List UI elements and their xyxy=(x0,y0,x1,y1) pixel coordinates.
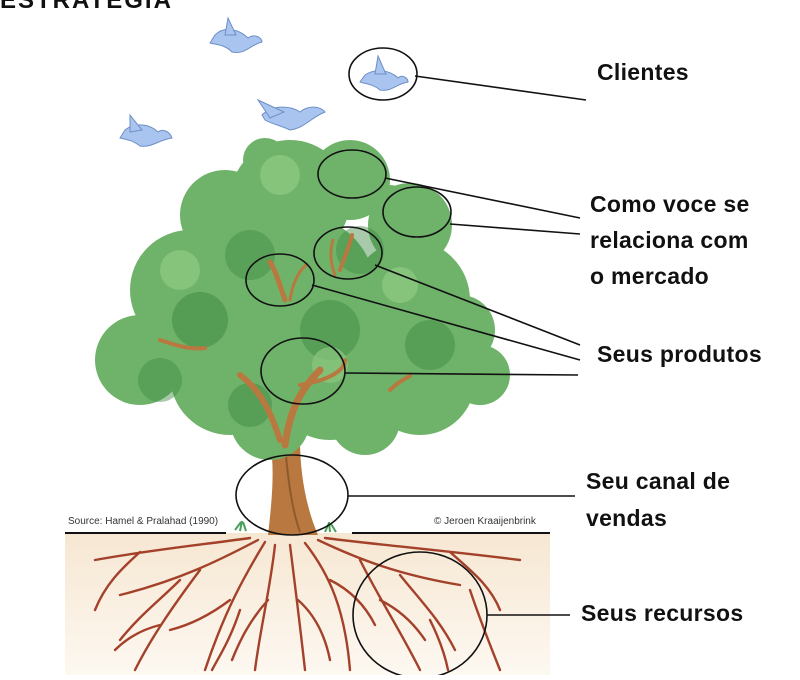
circle-produtos-b xyxy=(313,226,383,280)
circle-relaciona-a xyxy=(317,149,387,199)
copyright-credit: © Jeroen Kraaijenbrink xyxy=(434,516,536,527)
tree-trunk xyxy=(268,440,318,535)
leader-lines xyxy=(311,75,587,616)
tree-branches xyxy=(158,233,412,449)
bird-3 xyxy=(256,98,326,131)
source-credit: Source: Hamel & Pralahad (1990) xyxy=(68,516,219,527)
roots xyxy=(93,536,522,672)
bird-2 xyxy=(359,54,409,91)
bird-1 xyxy=(209,16,263,54)
label-clientes: Clientes xyxy=(597,59,689,85)
grass xyxy=(234,520,337,533)
label-produtos: Seus produtos xyxy=(597,341,762,367)
label-relaciona-line2: relaciona com xyxy=(590,227,749,253)
label-canal-line2: vendas xyxy=(586,505,668,531)
tree-canopy xyxy=(95,138,510,460)
label-recursos: Seus recursos xyxy=(581,600,744,626)
circle-relaciona-b xyxy=(382,186,452,238)
label-relaciona-line3: o mercado xyxy=(590,263,710,289)
circle-canal xyxy=(235,454,349,536)
birds xyxy=(119,16,409,147)
bird-4 xyxy=(119,113,173,147)
label-relaciona-line1: Como voce se xyxy=(590,191,750,217)
circle-clientes xyxy=(348,47,418,101)
label-canal-line1: Seu canal de xyxy=(586,468,731,494)
circle-produtos-a xyxy=(245,253,315,307)
cropped-title: ESTRATÉGIA xyxy=(0,0,173,14)
circle-produtos-c xyxy=(260,337,346,405)
